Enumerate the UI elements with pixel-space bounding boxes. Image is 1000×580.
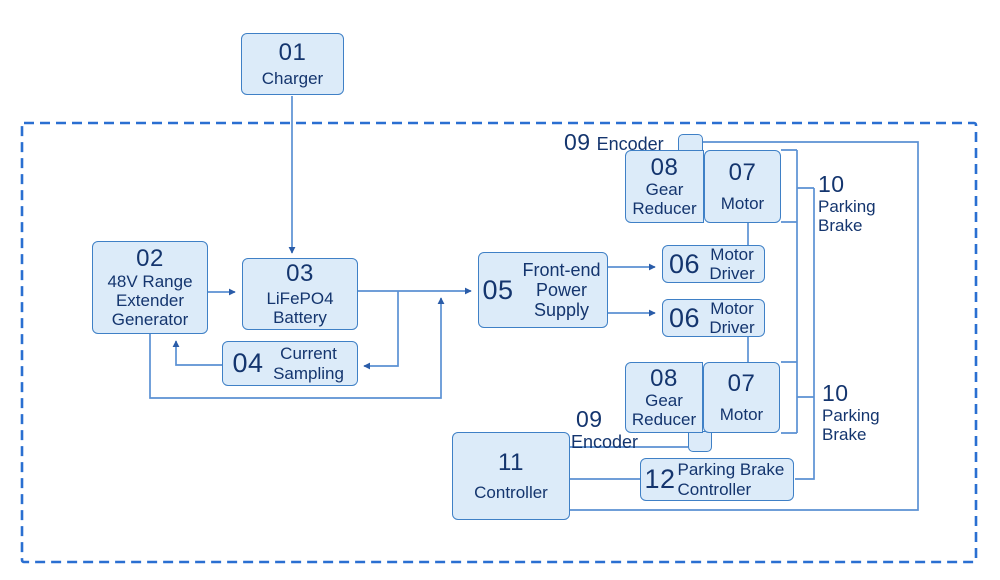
node-controller: 11 Controller [452, 432, 570, 520]
node-number: 06 [668, 302, 701, 333]
node-label: Current Sampling [273, 344, 344, 383]
node-number: 11 [498, 448, 524, 476]
label-encoder-upper: 09 Encoder [564, 130, 664, 155]
label-encoder-lower: 09 Encoder [571, 407, 638, 453]
label-parking-brake-upper: 10 Parking Brake [818, 172, 882, 236]
node-gear-reducer-lower: 08 Gear Reducer [625, 362, 703, 433]
node-motor-upper: 07 Motor [704, 150, 781, 223]
node-label: Gear Reducer [632, 180, 697, 219]
edge-generator-frontend [149, 297, 445, 399]
node-number: 08 [650, 364, 678, 392]
node-label: Motor Driver [709, 244, 755, 283]
edge-encoder-upper-controller [570, 141, 919, 511]
label-parking-brake-lower: 10 Parking Brake [822, 381, 886, 445]
node-number: 02 [136, 245, 164, 273]
node-label: Motor [719, 404, 764, 424]
node-battery: 03 LiFePO4 Battery [242, 258, 358, 330]
edge-brake-controller [795, 187, 815, 480]
node-current-sampling: 04 Current Sampling [222, 341, 358, 386]
edge-battery-sampling [363, 291, 399, 370]
node-label: Parking Brake Controller [677, 460, 785, 499]
node-label: Front-end Power Supply [522, 259, 601, 321]
node-number: 08 [650, 153, 679, 181]
node-number: 07 [727, 370, 756, 398]
node-number: 12 [644, 464, 676, 495]
node-number: 03 [286, 259, 314, 287]
node-label: 48V Range Extender Generator [107, 271, 193, 329]
label-text: Parking Brake [822, 406, 880, 444]
system-boundary [20, 121, 978, 564]
label-number: 09 [564, 129, 591, 155]
encoder-tab-lower [688, 431, 712, 452]
label-number: 10 [818, 171, 845, 197]
node-number: 04 [232, 348, 264, 379]
parking-brake-rail [781, 149, 798, 434]
node-motor-lower: 07 Motor [703, 362, 780, 433]
node-charger: 01 Charger [241, 33, 344, 95]
node-label: Controller [474, 483, 548, 503]
node-label: Motor Driver [709, 298, 755, 337]
node-motor-driver-lower: 06 Motor Driver [662, 299, 765, 337]
node-number: 07 [728, 159, 757, 187]
label-text: Parking Brake [818, 197, 876, 235]
node-label: LiFePO4 Battery [266, 289, 334, 328]
node-label: Gear Reducer [631, 391, 697, 430]
node-label: Charger [261, 68, 324, 88]
label-number: 09 [576, 406, 603, 432]
node-front-end-power-supply: 05 Front-end Power Supply [478, 252, 608, 328]
edge-sampling-generator [172, 340, 222, 366]
node-number: 05 [482, 274, 514, 305]
label-text: Encoder [596, 134, 664, 154]
node-gear-reducer-upper: 08 Gear Reducer [625, 150, 704, 223]
node-parking-brake-controller: 12 Parking Brake Controller [640, 458, 794, 501]
node-label: Motor [720, 193, 765, 213]
label-number: 10 [822, 380, 849, 406]
label-text: Encoder [571, 432, 639, 453]
node-range-extender-generator: 02 48V Range Extender Generator [92, 241, 208, 334]
node-number: 06 [668, 248, 701, 279]
node-motor-driver-upper: 06 Motor Driver [662, 245, 765, 283]
node-number: 01 [278, 39, 307, 67]
